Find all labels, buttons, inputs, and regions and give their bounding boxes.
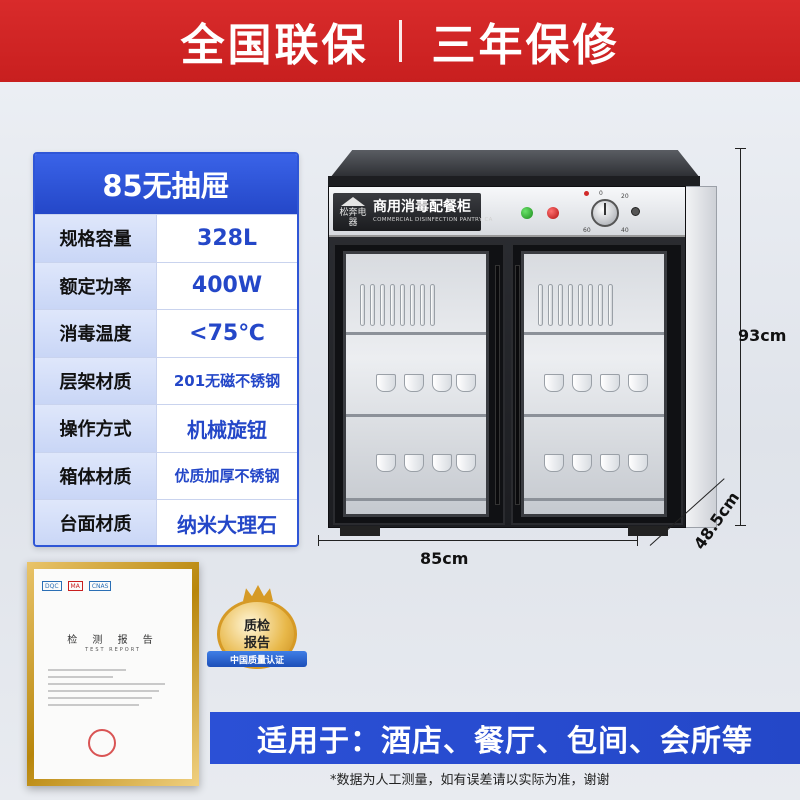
warranty-years-text: 三年保修 <box>431 20 620 71</box>
spec-row-top-material: 台面材质 纳米大理石 <box>35 499 297 545</box>
spec-title: 85无抽屉 <box>35 154 297 214</box>
cabinet-front: 松奔电器 商用消毒配餐柜 COMMERCIAL DISINFECTION PAN… <box>328 186 686 528</box>
right-door-handle <box>515 265 520 505</box>
control-panel: 松奔电器 商用消毒配餐柜 COMMERCIAL DISINFECTION PAN… <box>329 187 685 237</box>
spec-key: 箱体材质 <box>35 452 157 499</box>
spec-table: 85无抽屉 规格容量 328L 额定功率 400W 消毒温度 <75℃ 层架材质… <box>33 152 299 547</box>
spec-key: 规格容量 <box>35 215 157 262</box>
certificate-text-lines <box>48 669 178 711</box>
power-indicator-icon <box>521 207 533 219</box>
spec-row-operation: 操作方式 机械旋钮 <box>35 404 297 452</box>
spec-value: 328L <box>197 225 257 251</box>
spec-value: 纳米大理石 <box>177 512 277 537</box>
spec-key: 台面材质 <box>35 500 157 545</box>
spec-row-temperature: 消毒温度 <75℃ <box>35 309 297 357</box>
cabinet-top-edge <box>328 176 700 186</box>
badge-ribbon: 中国质量认证 <box>207 651 307 667</box>
width-dimension-line <box>318 535 638 546</box>
cabinet-top-slab <box>330 150 700 178</box>
banner-divider <box>398 20 402 62</box>
right-glass-door <box>511 243 683 525</box>
height-dimension-line <box>735 148 746 526</box>
spec-key: 消毒温度 <box>35 310 157 357</box>
left-door-handle <box>495 265 500 505</box>
spec-value: 400W <box>191 273 263 299</box>
timer-knob-icon <box>591 199 619 227</box>
spec-key: 层架材质 <box>35 357 157 404</box>
warranty-nationwide-text: 全国联保 <box>180 20 369 71</box>
ma-logo: MA <box>67 581 83 591</box>
spec-value: 优质加厚不锈钢 <box>174 467 280 486</box>
usage-banner: 适用于：酒店、餐厅、包间、会所等 <box>210 712 800 764</box>
quality-report-badge: 质检 报告 中国质量认证 <box>203 585 313 685</box>
door-glass <box>343 251 489 517</box>
knob-mark: 60 <box>583 227 591 234</box>
top-banner: 全国联保 三年保修 <box>0 0 800 82</box>
dqc-logo: DQC <box>42 581 62 591</box>
badge-line1: 质检 <box>243 619 270 634</box>
certificate-title: 检 测 报 告 <box>67 635 159 646</box>
spec-row-power: 额定功率 400W <box>35 261 297 309</box>
spec-value: 机械旋钮 <box>187 417 267 442</box>
disinfection-cabinet-image: 松奔电器 商用消毒配餐柜 COMMERCIAL DISINFECTION PAN… <box>318 150 728 550</box>
spec-key: 操作方式 <box>35 405 157 452</box>
heating-indicator-icon <box>547 207 559 219</box>
cabinet-foot <box>340 526 380 536</box>
brand-logo-icon: 松奔电器 <box>339 197 367 228</box>
spec-value: <75℃ <box>189 320 265 346</box>
certificate-logos: DQC MA CNAS <box>42 577 184 595</box>
certificate-subtitle: TEST REPORT <box>85 647 141 653</box>
knob-indicator-dot <box>584 191 589 196</box>
power-button-icon <box>631 207 640 216</box>
brand-logo-text: 松奔电器 <box>339 208 367 228</box>
measurement-footnote: *数据为人工测量，如有误差请以实际为准，谢谢 <box>330 773 610 788</box>
cabinet-foot <box>628 526 668 536</box>
door-glass <box>521 251 667 517</box>
brand-name-cn: 商用消毒配餐柜 <box>373 199 471 215</box>
spec-row-shelf-material: 层架材质 201无磁不锈钢 <box>35 356 297 404</box>
knob-mark: 20 <box>621 193 629 200</box>
test-report-certificate: DQC MA CNAS 检 测 报 告 TEST REPORT <box>27 562 199 786</box>
certificate-seal-icon <box>88 729 116 757</box>
spec-value: 201无磁不锈钢 <box>173 372 281 391</box>
width-dimension-label: 85cm <box>420 549 469 568</box>
left-glass-door <box>333 243 505 525</box>
spec-row-body-material: 箱体材质 优质加厚不锈钢 <box>35 451 297 499</box>
cnas-logo: CNAS <box>88 581 112 591</box>
spec-key: 额定功率 <box>35 262 157 309</box>
certificate-paper: DQC MA CNAS 检 测 报 告 TEST REPORT <box>34 569 192 779</box>
badge-line2: 报告 <box>243 636 270 651</box>
knob-mark: 0 <box>599 190 603 197</box>
brand-plate: 松奔电器 商用消毒配餐柜 COMMERCIAL DISINFECTION PAN… <box>333 193 492 231</box>
knob-mark: 40 <box>621 227 629 234</box>
brand-name-en: COMMERCIAL DISINFECTION PANTRY CA <box>373 217 493 223</box>
cabinet-side-panel <box>685 186 717 528</box>
height-dimension-label: 93cm <box>738 326 787 345</box>
spec-row-capacity: 规格容量 328L <box>35 214 297 262</box>
